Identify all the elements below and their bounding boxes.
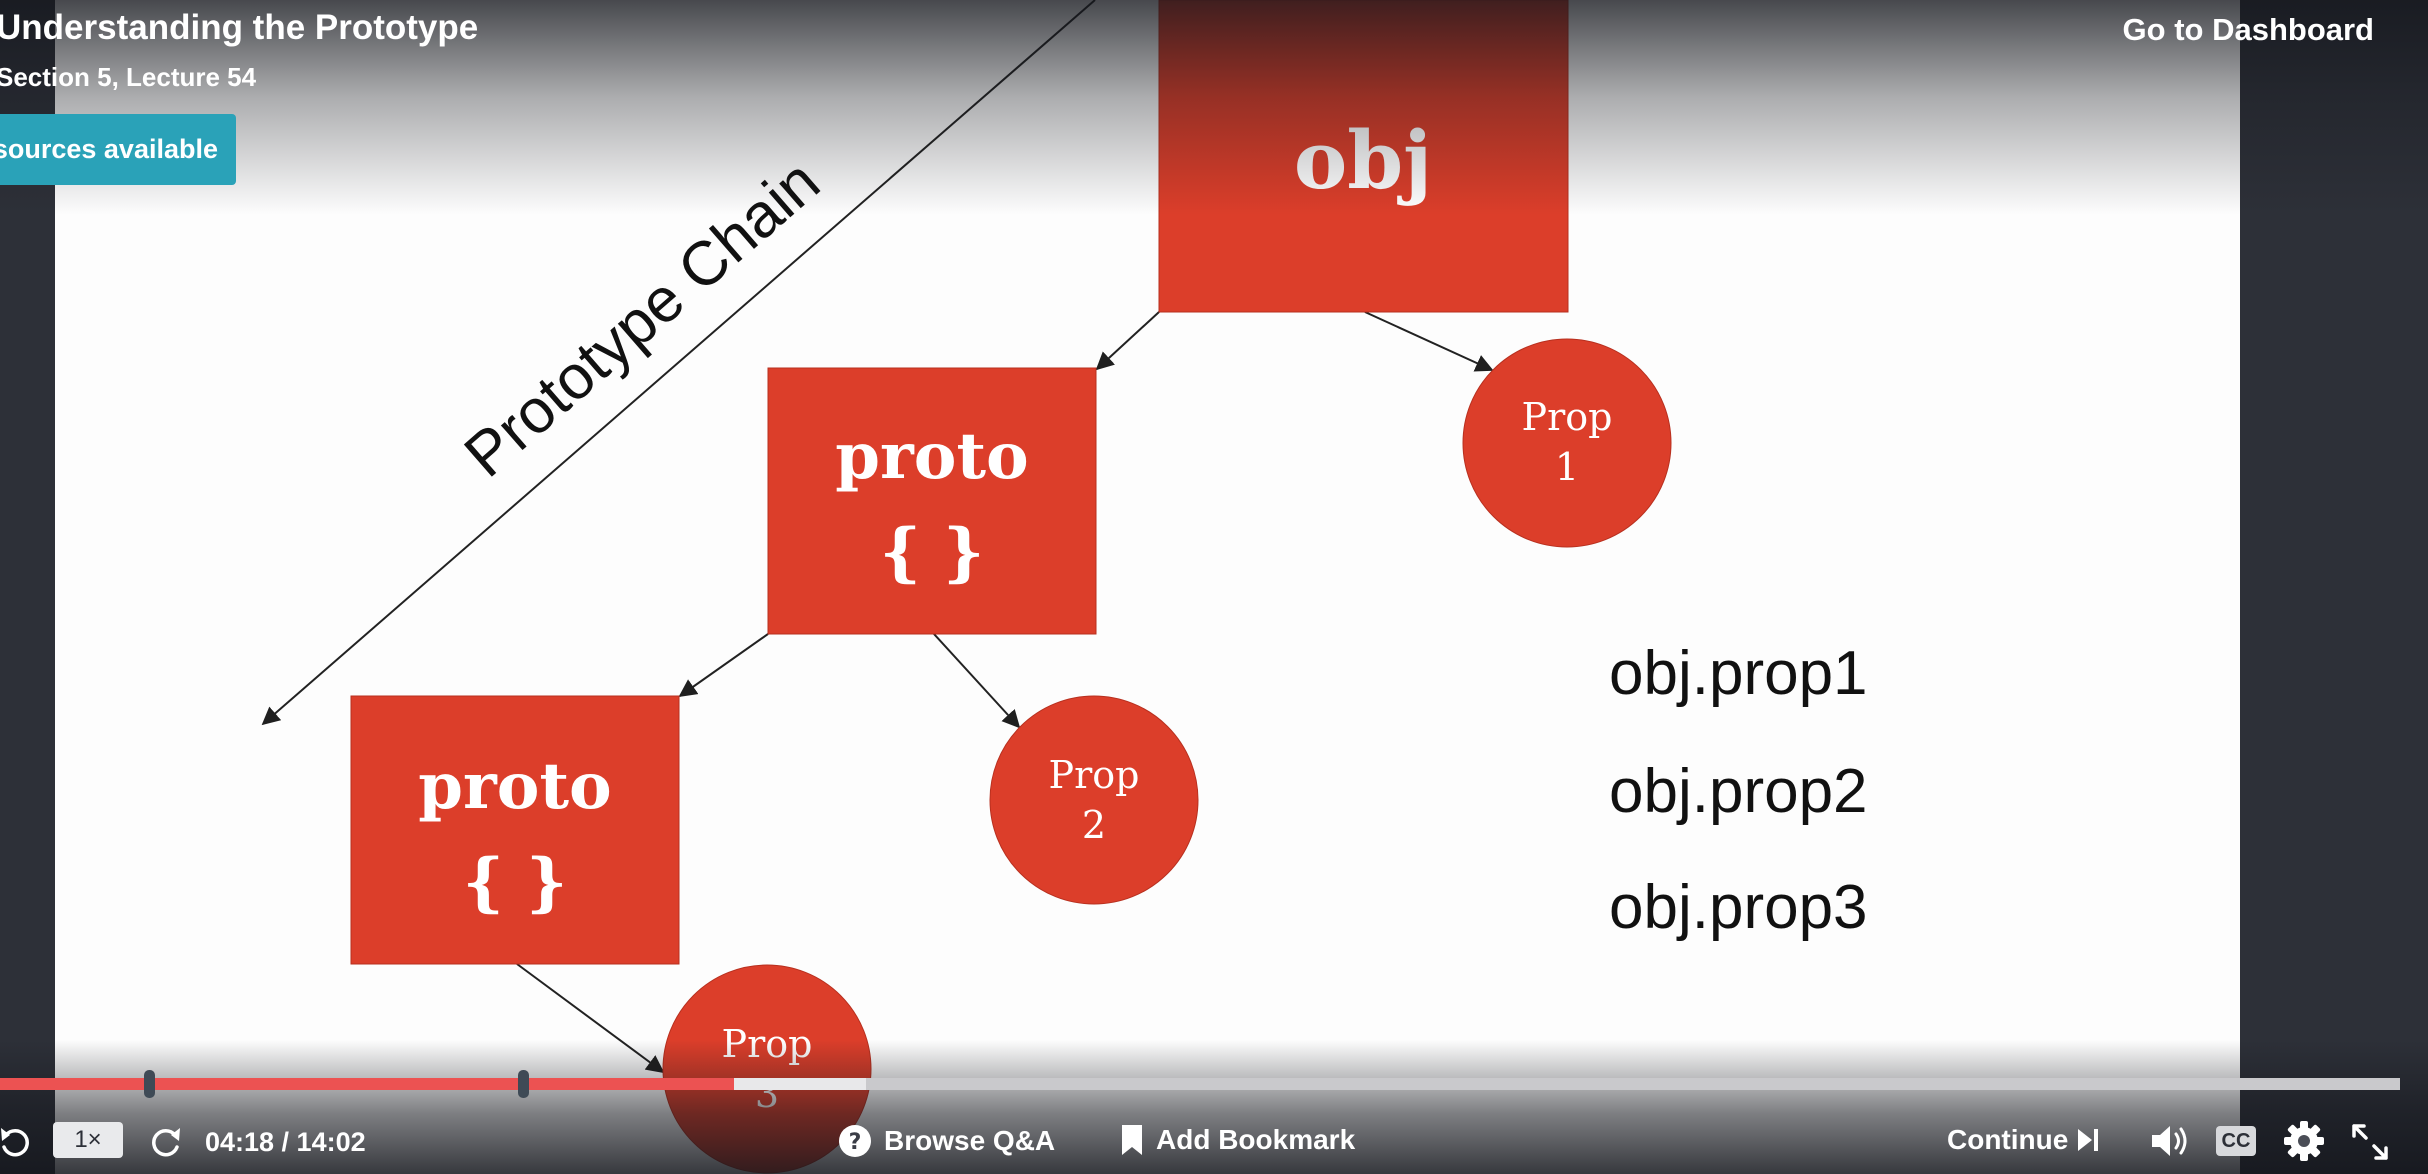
- add-bookmark-button[interactable]: Add Bookmark: [1120, 1124, 1355, 1156]
- code-line: obj.prop3: [1609, 873, 1868, 942]
- proto-to-prop3-arrow: [516, 963, 665, 1074]
- progress-played: [0, 1078, 735, 1090]
- code-line: obj.prop2: [1609, 757, 1868, 826]
- code-line: obj.prop1: [1609, 639, 1868, 708]
- svg-text:?: ?: [849, 1130, 862, 1155]
- help-icon: ?: [839, 1125, 871, 1157]
- obj-box-label: obj: [1294, 113, 1432, 207]
- rewind-icon: [1, 1128, 29, 1157]
- proto-to-prop2-arrow: [933, 633, 1021, 729]
- skip-next-icon: [2078, 1129, 2099, 1151]
- dashboard-link[interactable]: Go to Dashboard: [2122, 12, 2374, 47]
- prop-circle-label: Prop: [1049, 753, 1140, 797]
- proto-box: [350, 695, 680, 965]
- proto-box-braces: { }: [880, 515, 985, 590]
- prop-circle-label: Prop: [1522, 395, 1613, 439]
- captions-button[interactable]: CC: [2216, 1126, 2256, 1156]
- prop-circle-number: 1: [1555, 445, 1579, 489]
- continue-label: Continue: [1947, 1124, 2069, 1155]
- browse-qa-button[interactable]: ? Browse Q&A: [838, 1124, 1055, 1158]
- progress-bar[interactable]: [0, 1070, 2400, 1098]
- obj-to-proto-arrow: [1095, 311, 1160, 371]
- proto-box-braces: { }: [463, 845, 568, 920]
- settings-button[interactable]: [2283, 1120, 2325, 1162]
- forward-icon: [152, 1128, 180, 1157]
- volume-icon: [2152, 1126, 2187, 1156]
- time-display: 04:18 / 14:02: [205, 1127, 366, 1157]
- continue-button[interactable]: Continue: [1947, 1124, 2100, 1156]
- prop-circle-number: 2: [1082, 803, 1106, 847]
- fullscreen-button[interactable]: [2350, 1122, 2390, 1162]
- playback-speed-button[interactable]: 1×: [53, 1122, 123, 1158]
- captions-icon: CC: [2216, 1126, 2256, 1156]
- proto-box-label: proto: [418, 749, 611, 824]
- proto-to-proto-arrow: [678, 633, 769, 698]
- rewind-button[interactable]: [0, 1123, 34, 1161]
- bookmark-marker[interactable]: [143, 1070, 155, 1098]
- bookmark-marker[interactable]: [518, 1070, 530, 1098]
- lecture-title: Understanding the Prototype: [0, 8, 479, 47]
- forward-button[interactable]: [147, 1123, 181, 1161]
- settings-icon: [2284, 1121, 2324, 1161]
- bookmark-icon: [1122, 1125, 1142, 1155]
- resources-button[interactable]: Resources available: [0, 114, 236, 185]
- browse-qa-label: Browse Q&A: [884, 1125, 1056, 1156]
- obj-to-prop1-arrow: [1364, 311, 1494, 372]
- proto-box-label: proto: [835, 419, 1028, 494]
- prop-circle: [989, 695, 1199, 905]
- proto-box: [767, 367, 1097, 635]
- volume-button[interactable]: [2150, 1122, 2192, 1160]
- prop-circle-label: Prop: [722, 1022, 813, 1066]
- player-controls: 1× 04:18 / 14:02 ? Browse Q&A Add Bookma…: [0, 1114, 2428, 1170]
- lecture-subtitle: Section 5, Lecture 54: [0, 62, 257, 92]
- prop-circle: [1462, 338, 1672, 548]
- fullscreen-icon: [2352, 1124, 2388, 1160]
- add-bookmark-label: Add Bookmark: [1156, 1124, 1356, 1155]
